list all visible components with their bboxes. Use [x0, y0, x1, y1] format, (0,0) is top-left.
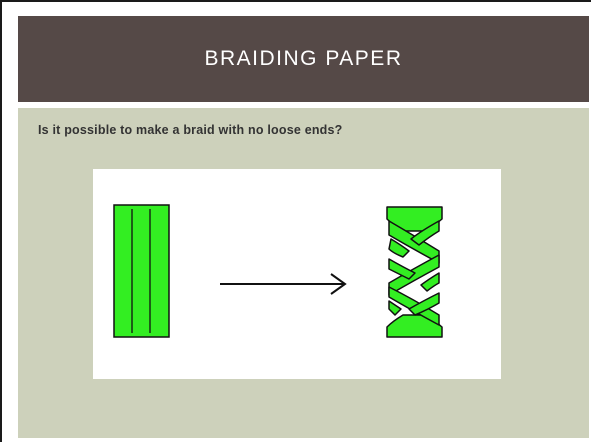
- slide-title: BRAIDING PAPER: [205, 47, 403, 71]
- paper-strip-image: [114, 205, 169, 337]
- title-bar: BRAIDING PAPER: [18, 16, 589, 102]
- braided-strip-image: [387, 207, 442, 337]
- body-text: Is it possible to make a braid with no l…: [38, 123, 343, 137]
- content-area: Is it possible to make a braid with no l…: [18, 108, 589, 438]
- right-arrow-icon: [220, 274, 345, 294]
- braid-illustration: [93, 169, 501, 379]
- braid-figure: [93, 169, 501, 379]
